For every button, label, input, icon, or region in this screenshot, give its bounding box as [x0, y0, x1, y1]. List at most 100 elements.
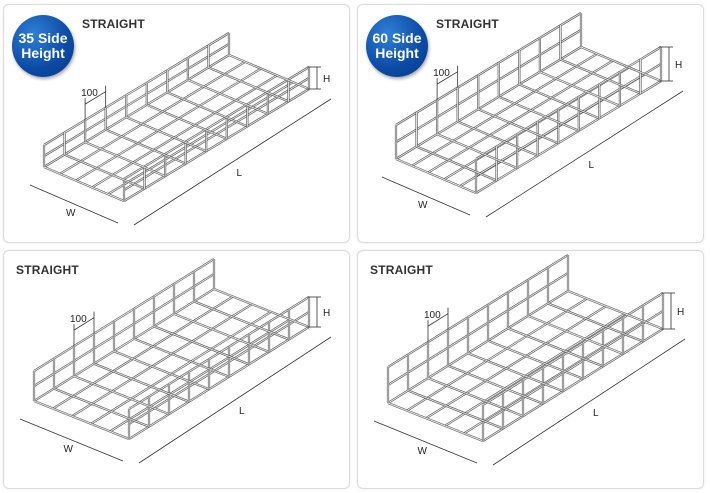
cross-wire-highlight — [539, 71, 621, 107]
card-title: STRAIGHT — [16, 263, 79, 277]
pitch-dimension-line — [427, 313, 449, 327]
side-wire-highlight — [123, 66, 310, 180]
longitudinal-wire-highlight — [59, 61, 246, 175]
cross-wire-highlight — [527, 315, 624, 355]
width-label: W — [64, 444, 74, 455]
card-title: STRAIGHT — [370, 263, 433, 277]
longitudinal-wire-highlight — [107, 81, 294, 195]
cross-wire-highlight — [507, 327, 604, 367]
longitudinal-wire-highlight — [406, 298, 588, 412]
length-dimension-line — [485, 90, 684, 218]
height-label: H — [675, 60, 682, 71]
cross-wire-highlight — [467, 352, 564, 392]
side-wire-highlight — [482, 310, 664, 424]
tray-drawing: W L H 100 — [373, 254, 686, 466]
side-wire-highlight — [475, 46, 662, 160]
badge-label: 60 Side Height — [372, 30, 422, 61]
pitch-label: 100 — [433, 68, 450, 79]
cross-wire-highlight — [436, 133, 518, 169]
longitudinal-wire-highlight — [128, 326, 310, 440]
cross-wire-highlight — [113, 350, 210, 390]
card-title: STRAIGHT — [82, 17, 145, 31]
cross-wire-highlight — [478, 108, 559, 144]
cross-wire-highlight — [64, 154, 145, 190]
cross-wire-highlight — [416, 146, 497, 182]
cross-wire-highlight — [53, 388, 150, 428]
cross-wire-highlight — [407, 390, 504, 430]
longitudinal-wire-highlight — [444, 313, 626, 427]
longitudinal-wire-highlight — [475, 80, 662, 194]
product-card-straight-4: STRAIGHT W L H 100 — [357, 250, 704, 489]
cross-wire-highlight — [33, 400, 130, 440]
side-height-badge: 60 Side Height — [366, 15, 428, 77]
cross-wire-highlight — [133, 338, 230, 378]
cross-wire-highlight — [547, 302, 644, 342]
cross-wire-highlight — [153, 325, 250, 365]
cross-wire-highlight — [126, 116, 207, 152]
cross-wire-highlight — [387, 402, 484, 442]
longitudinal-wire-highlight — [463, 320, 645, 434]
cross-wire-highlight — [567, 290, 664, 330]
cross-wire-highlight — [43, 166, 125, 202]
pitch-label: 100 — [81, 88, 98, 99]
longitudinal-wire-highlight — [90, 311, 272, 425]
longitudinal-wire-highlight — [33, 288, 215, 402]
width-dimension-line — [373, 420, 478, 464]
cross-wire-highlight — [498, 96, 579, 132]
pitch-dimension-line — [436, 71, 458, 85]
cross-wire-highlight — [487, 340, 584, 380]
length-label: L — [237, 168, 243, 179]
length-dimension-line — [133, 98, 332, 226]
side-wire-highlight — [395, 12, 582, 126]
cross-wire-highlight — [519, 83, 600, 119]
side-wire-highlight — [395, 29, 582, 143]
side-wire-highlight — [33, 273, 215, 387]
side-wire-highlight — [128, 311, 310, 425]
cross-wire-highlight — [560, 58, 641, 94]
longitudinal-wire-highlight — [52, 296, 234, 410]
side-wire-highlight — [43, 32, 230, 146]
cross-wire-highlight — [395, 158, 477, 194]
width-dimension-line — [29, 184, 119, 224]
cross-wire-highlight — [213, 288, 310, 328]
cross-wire-highlight — [167, 91, 248, 127]
cross-wire-highlight — [427, 377, 524, 417]
length-label: L — [593, 408, 599, 419]
longitudinal-wire-highlight — [427, 60, 614, 174]
cross-wire-highlight — [193, 300, 290, 340]
length-dimension-line — [138, 336, 332, 464]
cross-wire-highlight — [105, 129, 186, 165]
cross-wire-highlight — [146, 104, 227, 140]
pitch-label: 100 — [424, 310, 441, 321]
width-label: W — [66, 208, 76, 219]
longitudinal-wire-highlight — [123, 88, 310, 202]
height-label: H — [323, 308, 330, 319]
cross-wire-highlight — [208, 66, 289, 102]
width-dimension-line — [19, 418, 124, 462]
longitudinal-wire-highlight — [43, 54, 230, 168]
width-label: W — [418, 446, 428, 457]
cross-wire-highlight — [73, 375, 170, 415]
longitudinal-wire-highlight — [109, 318, 291, 432]
longitudinal-wire-highlight — [71, 303, 253, 417]
longitudinal-wire-highlight — [425, 305, 607, 419]
longitudinal-wire-highlight — [411, 53, 598, 167]
length-dimension-line — [492, 338, 686, 466]
longitudinal-wire-highlight — [387, 290, 569, 404]
height-label: H — [677, 307, 684, 318]
cross-wire-highlight — [173, 313, 270, 353]
pitch-dimension-line — [84, 91, 106, 105]
cross-wire-highlight — [84, 141, 166, 177]
card-title: STRAIGHT — [436, 17, 499, 31]
width-label: W — [418, 200, 428, 211]
pitch-dimension-line — [73, 317, 95, 331]
side-wire-highlight — [475, 63, 662, 177]
longitudinal-wire-highlight — [482, 328, 664, 442]
longitudinal-wire-highlight — [395, 46, 582, 160]
